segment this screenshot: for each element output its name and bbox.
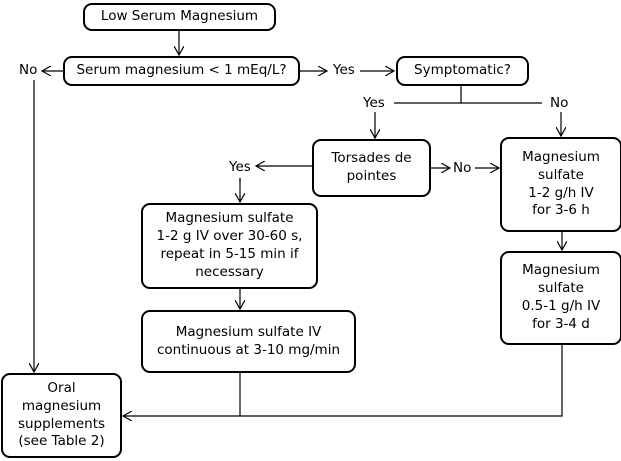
label-torsades-no: No xyxy=(453,160,472,176)
node-oral-supplements: Oral magnesium supplements (see Table 2) xyxy=(1,373,122,458)
label-serum-no: No xyxy=(19,62,38,78)
label-torsades-yes: Yes xyxy=(229,159,251,175)
label-symptomatic-no: No xyxy=(550,95,569,111)
node-serum-magnesium-question: Serum magnesium < 1 mEq/L? xyxy=(63,56,300,86)
node-symptomatic-question: Symptomatic? xyxy=(396,56,529,86)
label-symptomatic-yes: Yes xyxy=(363,95,385,111)
label-serum-yes: Yes xyxy=(333,62,355,78)
connector-symptomatic-branch xyxy=(394,86,462,104)
node-mg-bolus: Magnesium sulfate 1-2 g IV over 30-60 s,… xyxy=(141,203,318,289)
node-mg-05-1-g-h: Magnesium sulfate 0.5-1 g/h IV for 3-4 d xyxy=(500,251,621,345)
node-low-serum-magnesium: Low Serum Magnesium xyxy=(83,3,276,31)
node-mg-continuous: Magnesium sulfate IV continuous at 3-10 … xyxy=(141,310,356,373)
connector-mg-05-1-down xyxy=(123,345,563,416)
node-mg-1-2-g-h: Magnesium sulfate 1-2 g/h IV for 3-6 h xyxy=(500,137,621,232)
node-torsades-de-pointes: Torsades de pointes xyxy=(312,139,431,197)
